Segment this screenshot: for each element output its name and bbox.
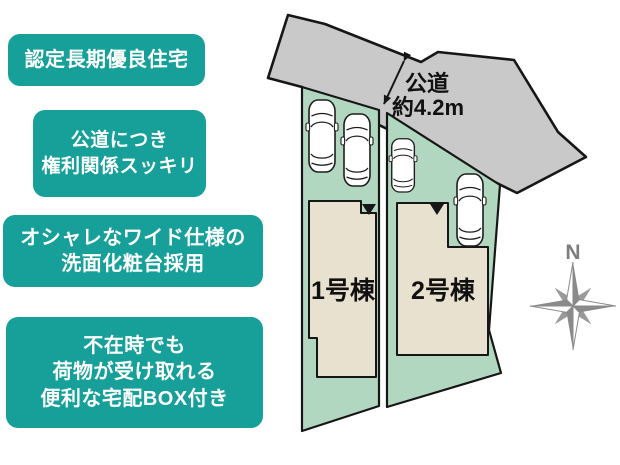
- feature-badge-public-road: 公道につき 権利関係スッキリ: [33, 110, 206, 197]
- compass-point: [573, 262, 580, 306]
- lot-2-label: 2号棟: [411, 277, 476, 305]
- compass-point: [530, 299, 573, 306]
- compass-point: [573, 306, 616, 313]
- compass-north-label: N: [565, 241, 580, 264]
- road-width-arrow: [383, 51, 412, 105]
- badge-line: オシャレなワイド仕様の: [20, 226, 246, 249]
- car-icon: [340, 113, 374, 187]
- compass-point: [572, 304, 580, 351]
- badge-line: 認定長期優良住宅: [24, 48, 189, 71]
- building-1-footprint: [308, 200, 377, 378]
- road-label: 公道: [405, 71, 449, 96]
- feature-badge-vanity: オシャレなワイド仕様の 洗面化粧台採用: [3, 215, 263, 287]
- building-1-entrance-marker: [362, 204, 376, 215]
- car-icon: [453, 173, 487, 247]
- badge-line: 公道につき: [70, 130, 169, 152]
- badge-line: 便利な宅配BOX付き: [40, 387, 229, 410]
- badge-line: 不在時でも: [83, 334, 186, 357]
- compass-point: [566, 306, 573, 350]
- car-icon: [305, 99, 339, 173]
- building-2-footprint: [396, 202, 489, 356]
- badge-line: 荷物が受け取れる: [52, 361, 217, 384]
- compass-point: [529, 305, 575, 313]
- public-road-area: [266, 13, 588, 195]
- badge-line: 洗面化粧台採用: [61, 253, 205, 275]
- compass-point: [566, 261, 574, 308]
- feature-badge-delivery-box: 不在時でも 荷物が受け取れる 便利な宅配BOX付き: [6, 317, 263, 428]
- car-icon: [388, 138, 418, 193]
- lot-1-label: 1号棟: [311, 277, 376, 305]
- feature-badge-certified-housing: 認定長期優良住宅: [8, 34, 205, 86]
- feature-badges: 認定長期優良住宅 公道につき 権利関係スッキリ オシャレなワイド仕様の 洗面化粧…: [0, 0, 270, 465]
- compass-rose: N: [529, 241, 617, 351]
- badge-line: 権利関係スッキリ: [41, 155, 198, 177]
- building-2-entrance-marker: [430, 204, 444, 215]
- compass-point: [571, 299, 617, 307]
- road-width-label: 約4.2m: [392, 95, 464, 120]
